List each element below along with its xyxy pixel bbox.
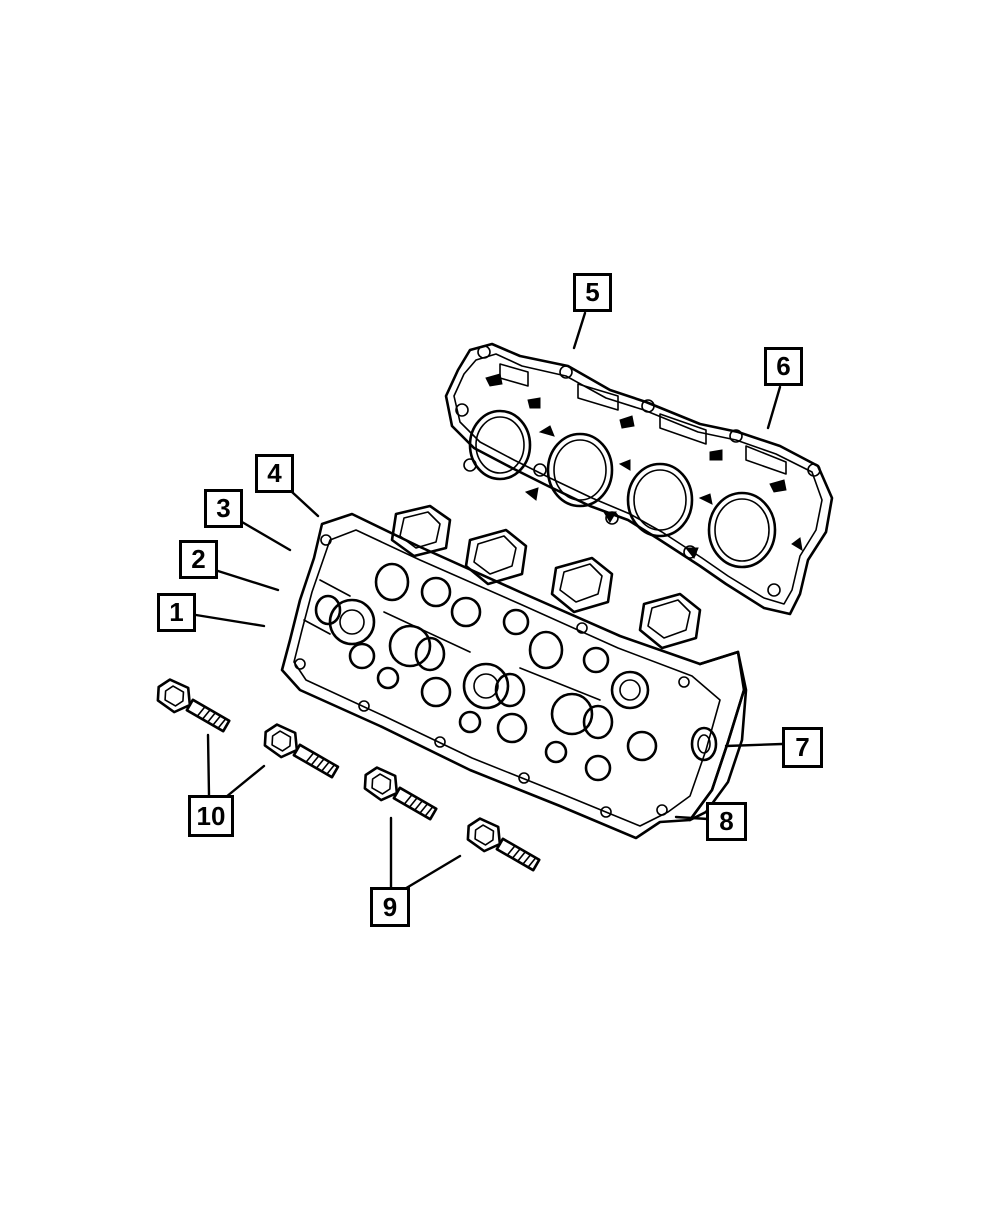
leader-10b	[224, 764, 266, 799]
leader-10a	[206, 733, 211, 797]
callout-10: 10	[188, 795, 234, 837]
leader-2	[216, 569, 280, 592]
callout-4: 4	[255, 454, 294, 493]
callout-5: 5	[573, 273, 612, 312]
leader-5	[572, 311, 587, 350]
callout-1: 1	[157, 593, 196, 632]
callout-2: 2	[179, 540, 218, 579]
leader-1	[194, 613, 266, 628]
leader-4	[290, 490, 320, 518]
leader-8	[674, 815, 710, 821]
callout-6: 6	[764, 347, 803, 386]
leader-lines	[194, 311, 784, 892]
leader-3	[240, 520, 292, 552]
callout-9: 9	[370, 887, 410, 927]
leader-6	[766, 385, 782, 430]
callout-8: 8	[706, 802, 747, 841]
leader-7	[724, 742, 784, 748]
head-gasket-icon	[444, 342, 834, 616]
callout-3: 3	[204, 489, 243, 528]
head-bolt-icon	[156, 678, 541, 872]
callout-7: 7	[782, 727, 823, 768]
cylinder-head-icon	[280, 504, 748, 840]
leader-9b	[401, 854, 462, 892]
